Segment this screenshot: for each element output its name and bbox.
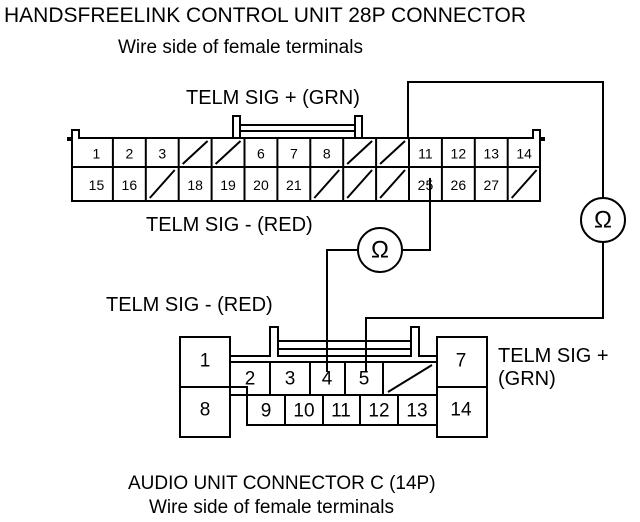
top-connector-title: HANDSFREELINK CONTROL UNIT 28P CONNECTOR xyxy=(4,4,526,27)
pin-15: 15 xyxy=(89,177,105,193)
blank-pin-slash xyxy=(149,169,176,199)
pin-9: 9 xyxy=(261,401,272,422)
label-telm-sig-plus-bottom-line1: TELM SIG + xyxy=(498,345,609,367)
wire-telm-sig-plus xyxy=(407,81,604,198)
bottom-connector-center-outline xyxy=(229,326,438,426)
pin-27: 27 xyxy=(483,177,499,193)
pin-10: 10 xyxy=(293,401,314,422)
pin-8: 8 xyxy=(323,146,331,162)
top-connector-subtitle: Wire side of female terminals xyxy=(118,37,363,58)
blank-pin-slash xyxy=(182,140,209,165)
bottom-connector-lock-bar xyxy=(278,340,411,350)
pin-1: 1 xyxy=(200,351,211,372)
pin-6: 6 xyxy=(257,146,265,162)
blank-pin-slash xyxy=(214,140,242,165)
pin-13: 13 xyxy=(483,146,499,162)
pin-3: 3 xyxy=(158,146,166,162)
top-connector-outline xyxy=(67,129,545,202)
bottom-connector xyxy=(179,326,488,438)
pin-7: 7 xyxy=(456,351,467,372)
ohm-symbol: Ω xyxy=(371,237,389,264)
blank-pin-slash xyxy=(379,169,406,199)
pin-2: 2 xyxy=(125,146,133,162)
pin-18: 18 xyxy=(187,177,203,193)
pin-11: 11 xyxy=(418,146,433,162)
test-wires xyxy=(326,81,604,372)
pin-12: 12 xyxy=(451,146,467,162)
label-telm-sig-plus-top: TELM SIG + (GRN) xyxy=(186,87,360,109)
pin-26: 26 xyxy=(451,177,467,193)
label-telm-sig-minus-top: TELM SIG - (RED) xyxy=(146,214,313,236)
blank-pin-slash xyxy=(346,140,373,165)
ohmmeter-right: Ω xyxy=(580,197,626,243)
label-telm-sig-minus-bottom: TELM SIG - (RED) xyxy=(106,294,273,316)
ohmmeter-icon xyxy=(580,197,626,243)
blank-pin-slash xyxy=(379,140,406,165)
pin-1: 1 xyxy=(93,146,101,162)
pin-8: 8 xyxy=(200,400,211,421)
pin-16: 16 xyxy=(122,177,138,193)
wire-telm-sig-minus xyxy=(402,178,431,251)
ohmmeter-left: Ω xyxy=(357,227,403,273)
pin-20: 20 xyxy=(253,177,269,193)
pin-13: 13 xyxy=(406,401,427,422)
pin-5: 5 xyxy=(359,369,370,390)
label-telm-sig-plus-bottom-line2: (GRN) xyxy=(498,368,556,390)
bottom-connector-subtitle: Wire side of female terminals xyxy=(149,497,394,518)
blank-pin-slash xyxy=(313,169,340,199)
pin-12: 12 xyxy=(368,401,389,422)
top-connector-row2: 15 16 18 19 20 21 25 26 27 xyxy=(89,167,538,201)
blank-pin-slash xyxy=(387,364,433,393)
pin-25: 25 xyxy=(418,177,434,193)
pin-2: 2 xyxy=(245,369,256,390)
pin-21: 21 xyxy=(286,177,302,193)
ohmmeter-icon xyxy=(357,227,403,273)
pin-14: 14 xyxy=(516,146,532,162)
pin-4: 4 xyxy=(322,369,333,390)
top-connector-lock-bracket xyxy=(232,115,363,138)
blank-pin-slash xyxy=(510,169,538,199)
pin-19: 19 xyxy=(220,177,236,193)
pin-7: 7 xyxy=(290,146,298,162)
pin-3: 3 xyxy=(285,369,296,390)
pin-cell-8 xyxy=(179,386,231,438)
ohm-symbol: Ω xyxy=(594,207,612,234)
bottom-pin-numbers: 1 8 7 14 2 3 4 5 9 10 11 12 13 xyxy=(200,351,472,422)
blank-pin-slash xyxy=(346,169,373,199)
wire-telm-sig-minus-lower xyxy=(326,249,358,372)
bottom-connector-title: AUDIO UNIT CONNECTOR C (14P) xyxy=(128,473,436,494)
pin-11: 11 xyxy=(331,401,351,422)
wire-telm-sig-plus-lower xyxy=(365,242,604,372)
pin-14: 14 xyxy=(450,400,472,421)
